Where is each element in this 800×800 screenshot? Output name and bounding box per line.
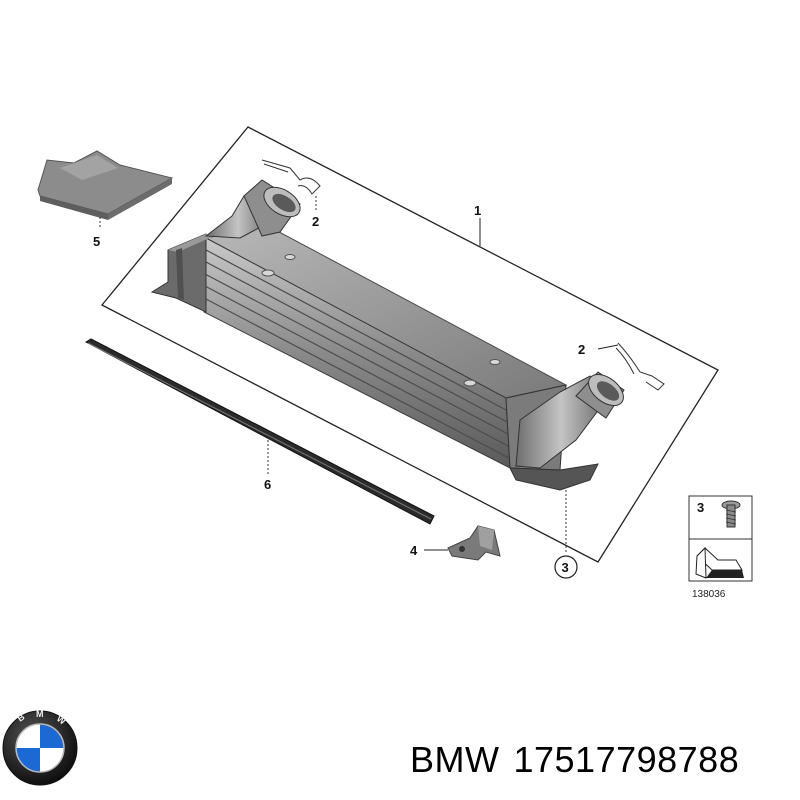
assembly-outline [100,126,719,563]
callout-5: 5 [93,234,100,249]
callout-6: 6 [264,477,271,492]
screw-icon [721,500,741,528]
bmw-logo: B M W [2,709,78,786]
hose-clip-right [597,342,665,391]
legend-box: 3 138036 [688,495,753,600]
legend-callout-3: 3 [697,500,704,515]
hose-clip-left [261,159,321,195]
svg-text:3: 3 [562,560,569,575]
bracket [424,525,501,561]
seal-strip [84,338,435,525]
part-number: 17517798788 [513,739,740,780]
brand-name: BMW [410,739,500,780]
callout-4: 4 [410,543,418,558]
callout-3-circled: 3 [554,555,578,579]
diagram-number: 138036 [692,589,726,600]
svg-text:B: B [15,711,26,723]
intercooler [150,179,625,553]
callout-1: 1 [474,203,481,218]
callout-2-top: 2 [312,214,319,229]
callout-2-right: 2 [578,342,585,357]
air-deflector [37,150,174,228]
arrow-symbol-icon [695,546,744,579]
part-number-caption: BMW 17517798788 [410,739,739,781]
svg-text:M: M [36,709,44,719]
